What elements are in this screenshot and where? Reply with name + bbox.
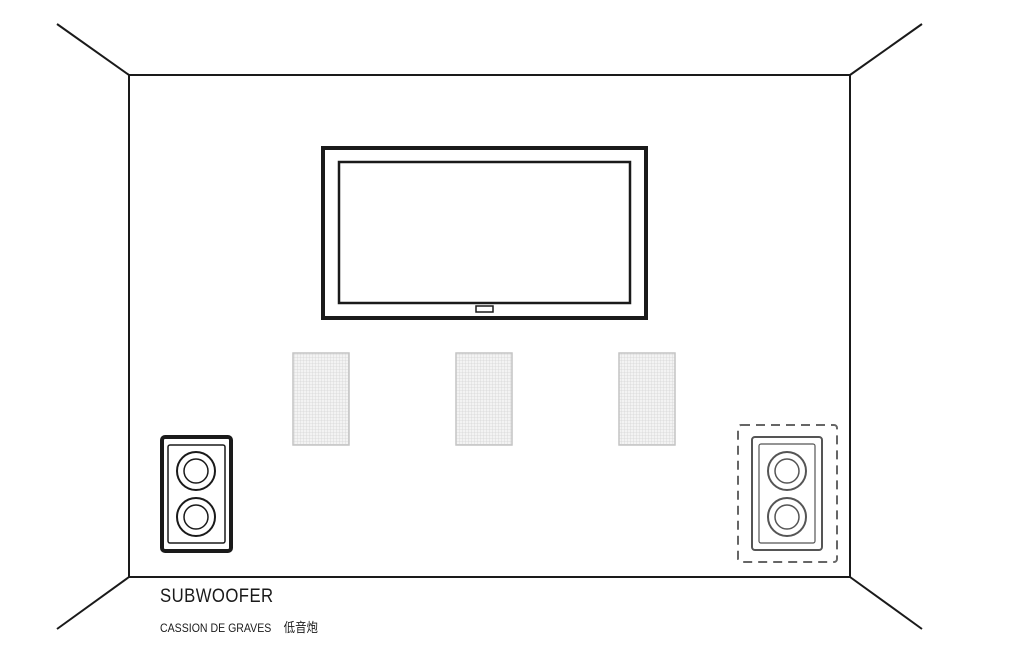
- subwoofer-driver-bottom-inner: [183, 504, 209, 530]
- dashed-placement-outline: [737, 424, 838, 563]
- corner-line-bottom-left: [56, 576, 130, 630]
- caption-subtitle: CASSION DE GRAVES 低音炮: [160, 617, 318, 636]
- corner-line-bottom-right: [849, 576, 923, 630]
- subwoofer-driver-top-inner: [774, 458, 800, 484]
- front-speakers: [292, 352, 676, 446]
- caption-title: SUBWOOFER: [160, 586, 274, 607]
- corner-line-top-left: [56, 23, 130, 76]
- corner-line-top-right: [849, 23, 923, 76]
- subwoofer-inner-panel: [167, 444, 226, 544]
- caption-subtitle-fr: CASSION DE GRAVES: [160, 621, 272, 635]
- tv-logo-badge: [475, 305, 494, 313]
- subwoofer-driver-bottom-inner: [774, 504, 800, 530]
- room-perspective-lines: [56, 23, 923, 630]
- caption-subtitle-zh: 低音炮: [283, 621, 318, 636]
- wall-mounted-tv: [321, 146, 648, 320]
- in-wall-speaker-right: [618, 352, 676, 446]
- subwoofer-driver-top-outer: [767, 451, 807, 491]
- subwoofer-optional-dashed: [737, 424, 838, 563]
- in-wall-speaker-left: [292, 352, 350, 446]
- subwoofer-driver-bottom-outer: [767, 497, 807, 537]
- subwoofer-driver-bottom-outer: [176, 497, 216, 537]
- tv-screen: [337, 160, 632, 305]
- subwoofer-driver-top-inner: [183, 458, 209, 484]
- subwoofer-inner-panel: [758, 443, 816, 544]
- in-wall-speaker-center: [455, 352, 513, 446]
- subwoofer-driver-top-outer: [176, 451, 216, 491]
- back-wall: [128, 74, 851, 578]
- subwoofer-highlighted: [160, 435, 233, 553]
